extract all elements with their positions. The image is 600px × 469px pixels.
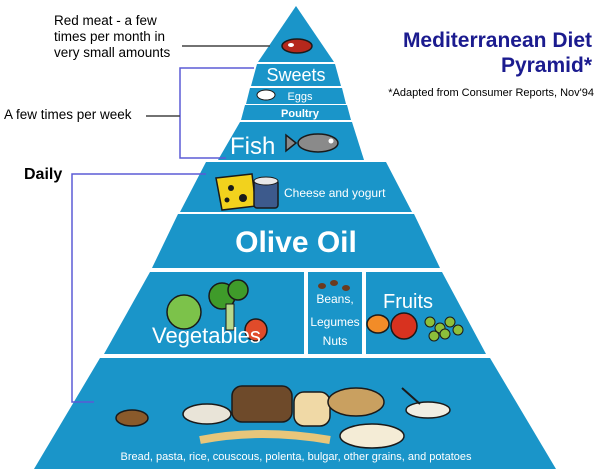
tier-label-fish: Fish [230,133,275,160]
tier-label-beans-3: Nuts [323,334,348,348]
red-meat-note-line2: times per month in [54,29,166,44]
tier-label-cheese: Cheese and yogurt [284,186,386,200]
vegetables-icon [166,279,268,342]
daily-bracket [71,173,206,403]
tier-poultry [241,105,351,120]
fish-icon [285,133,339,153]
tier-fruits [366,272,486,354]
diagram-title-line1: Mediterranean Diet [402,29,592,52]
tier-label-sweets: Sweets [266,65,325,85]
tier-label-olive-oil: Olive Oil [235,226,357,259]
tier-label-poultry: Poultry [281,108,320,120]
tier-olive-oil [152,214,440,268]
source-note: *Adapted from Consumer Reports, Nov'94 [388,87,594,99]
red-meat-note-line1: Red meat - a few [54,13,157,28]
tier-top [258,6,334,62]
diagram-title: Mediterranean Diet Pyramid* [403,28,592,78]
cheese-icon [215,173,257,211]
tier-label-beans-2: Legumes [310,315,359,329]
egg-icon [256,89,276,101]
weekly-note: A few times per week [4,107,132,122]
tier-label-beans-1: Beans, [316,292,353,306]
annotation-lines [71,45,270,403]
yogurt-icon [253,176,279,209]
beans-icon [318,280,350,291]
red-meat-note: Red meat - a few times per month in very… [54,13,194,61]
diagram-title-line2: Pyramid* [500,54,592,77]
tier-label-fruits: Fruits [383,291,433,313]
grains-icon [115,385,451,449]
red-meat-note-line3: very small amounts [54,45,171,60]
daily-note: Daily [24,166,63,183]
weekly-bracket [179,67,254,159]
red-meat-icon [281,38,313,54]
tier-label-eggs: Eggs [287,91,313,103]
tier-sweets [251,64,341,86]
tier-label-grains: Bread, pasta, rice, couscous, polenta, b… [120,451,472,463]
tier-label-vegetables: Vegetables [152,323,261,348]
fruits-icon [366,312,464,342]
